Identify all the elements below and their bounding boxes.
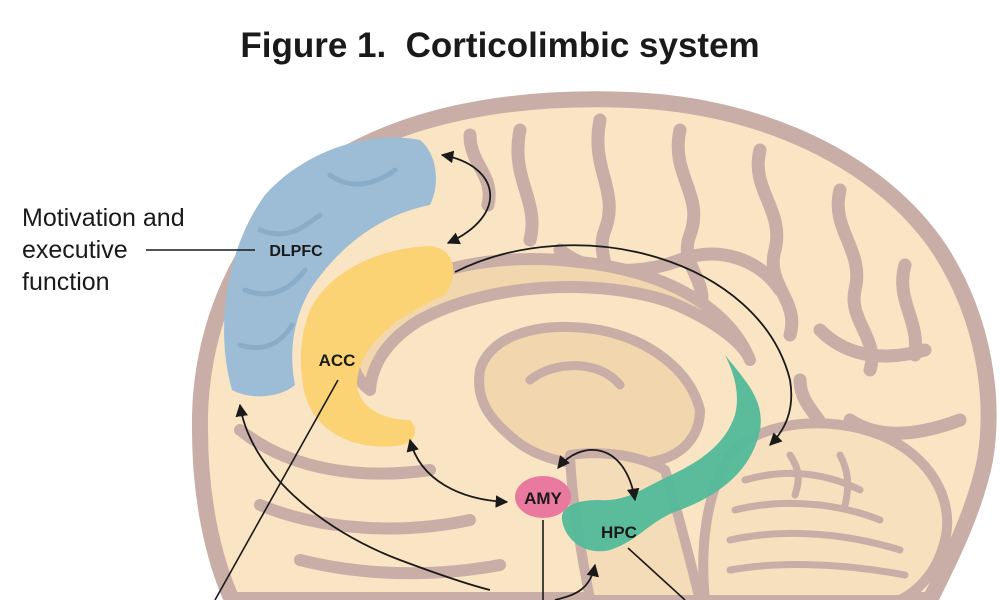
figure-title: Figure 1. Corticolimbic system bbox=[240, 26, 760, 65]
annotation-line-1: Motivation and bbox=[22, 204, 185, 232]
cerebellum bbox=[698, 418, 953, 600]
acc-region bbox=[300, 246, 454, 447]
dlpfc-acc-arrow bbox=[440, 150, 491, 245]
hpc-leader-line bbox=[627, 547, 686, 600]
amy-label: AMY bbox=[524, 489, 562, 508]
acc-leader-line bbox=[214, 379, 339, 600]
leader-lines bbox=[146, 249, 686, 600]
connection-arrows bbox=[235, 150, 793, 600]
dlpfc-region bbox=[224, 137, 436, 397]
dlpfc-lower-arrow bbox=[235, 403, 491, 591]
amy-region bbox=[515, 476, 571, 518]
thalamus-fold bbox=[525, 361, 625, 390]
gyri-lines bbox=[463, 113, 967, 457]
annotation-line-3: function bbox=[22, 268, 110, 296]
motivation-annotation: Motivation and executive function bbox=[22, 202, 185, 298]
acc-amy-arrow bbox=[406, 438, 509, 508]
thalamus bbox=[474, 322, 706, 469]
dlpfc-label: DLPFC bbox=[269, 243, 323, 260]
temporal-folds bbox=[234, 424, 506, 580]
acc-hpc-arrow bbox=[454, 244, 793, 446]
corpus-callosum bbox=[346, 253, 756, 396]
lower-hpc-arrow bbox=[554, 563, 599, 600]
hpc-region bbox=[561, 355, 761, 552]
dlpfc-texture bbox=[237, 167, 398, 351]
annotation-line-2: executive bbox=[22, 236, 128, 264]
amy-hpc-arrow bbox=[557, 449, 640, 502]
cerebellum-folia bbox=[726, 451, 909, 579]
acc-label: ACC bbox=[319, 351, 356, 370]
hpc-label: HPC bbox=[601, 523, 637, 542]
